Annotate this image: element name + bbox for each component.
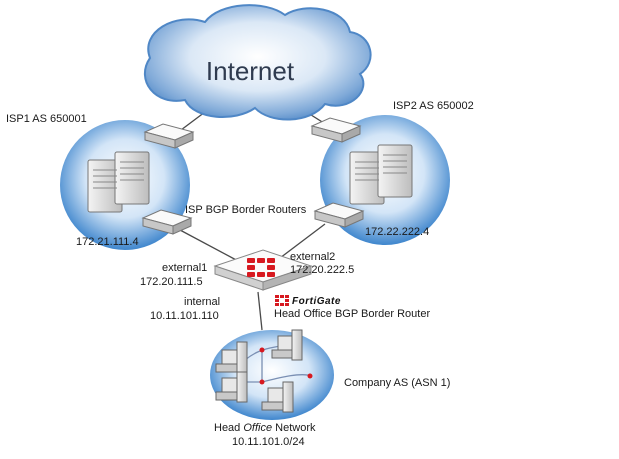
- head-office-network-name: Head Office Network: [214, 422, 316, 435]
- head-office-network: [210, 329, 334, 420]
- fortigate-role-label: Head Office BGP Border Router: [274, 308, 431, 320]
- internal-interface-name: internal: [184, 296, 221, 308]
- external1-interface-ip: 172.20.111.5: [140, 276, 203, 288]
- router-icon: [313, 202, 365, 228]
- internet-cloud: Internet: [144, 4, 372, 121]
- workstation-icon: [271, 329, 303, 361]
- fortigate-device-icon: [213, 249, 313, 291]
- head-office-name-prefix: Head: [214, 422, 244, 434]
- internal-interface-ip: 10.11.101.110: [150, 310, 219, 322]
- external1-interface-name: external1: [162, 262, 208, 274]
- external2-interface-name: external2: [290, 251, 336, 263]
- border-routers-label: ISP BGP Border Routers: [185, 204, 307, 216]
- isp1-title: ISP1 AS 650001: [6, 113, 87, 125]
- isp2-server-icon: [349, 144, 413, 205]
- company-as-label: Company AS (ASN 1): [344, 377, 451, 389]
- router-icon: [141, 209, 193, 235]
- workstation-icon: [215, 341, 248, 373]
- router-icon: [310, 117, 362, 143]
- link-isp2-fortigate: [279, 223, 326, 259]
- router-icon: [143, 123, 195, 149]
- external2-interface-ip: 172.20.222.5: [290, 264, 355, 276]
- fortigate-brand-text: FortiGate: [292, 296, 341, 307]
- isp1-router-ip: 172.21.111.4: [76, 236, 139, 248]
- isp1-server-icon: [87, 151, 150, 213]
- isp2-router-ip: 172.22.222.4: [365, 226, 430, 238]
- workstation-icon: [215, 371, 248, 403]
- fortinet-logo-icon: [247, 258, 275, 277]
- link-isp1-fortigate: [179, 229, 241, 263]
- workstation-icon: [261, 381, 294, 413]
- isp2-title: ISP2 AS 650002: [393, 100, 474, 112]
- head-office-name-suffix: Network: [272, 422, 316, 434]
- internet-label: Internet: [206, 56, 295, 86]
- link-fortigate-lan: [257, 291, 263, 331]
- fortigate-brand-logo: FortiGate: [275, 295, 341, 307]
- head-office-name-italic: Office: [243, 422, 273, 434]
- head-office-subnet: 10.11.101.0/24: [232, 436, 305, 448]
